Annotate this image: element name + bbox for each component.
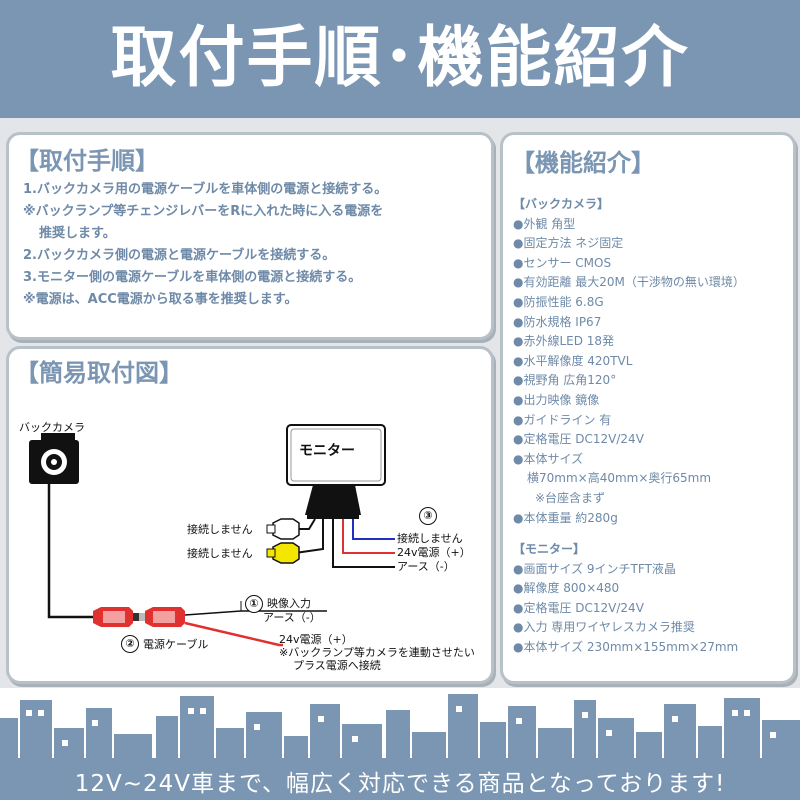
page-title: 取付手順･機能紹介 [110,19,690,96]
feature-item: ●防振性能 6.8G [513,294,604,309]
power-24v-label: 24v電源（+） [279,633,353,646]
marker-2: ② [121,635,139,653]
feature-item: 横70mm×高40mm×奥行65mm [527,471,712,486]
feature-item: ●本体サイズ [513,451,584,466]
header-banner: 取付手順･機能紹介 [0,0,800,118]
feature-item: ●本体サイズ 230mm×155mm×27mm [513,640,739,655]
power-cable-label: 電源ケーブル [143,638,209,651]
install-step: 1.バックカメラ用の電源ケーブルを車体側の電源と接続する。 [23,182,388,197]
feature-item: ●解像度 800×480 [513,581,620,596]
diagram-heading: 【簡易取付図】 [15,359,183,387]
feature-item: ●定格電圧 DC12V/24V [513,600,644,615]
feature-item: ●定格電圧 DC12V/24V [513,432,644,447]
feature-item: ●画面サイズ 9インチTFT液晶 [513,561,676,576]
feature-item: ●ガイドライン 有 [513,412,612,427]
feature-item: ●有効距離 最大20M（干渉物の無い環境） [513,275,745,290]
camera-label: バックカメラ [19,421,85,434]
install-heading: 【取付手順】 [15,147,159,175]
red-connector-icon [93,607,185,627]
footer-tagline: 12V~24V車まで、幅広く対応できる商品となっております! [74,771,726,797]
footer-banner: 12V~24V車まで、幅広く対応できる商品となっております! [0,758,800,800]
feature-section-title: 【バックカメラ】 [513,197,610,211]
monitor-label: モニター [299,443,355,459]
feature-item: ●防水規格 IP67 [513,314,602,329]
install-steps-list: 1.バックカメラ用の電源ケーブルを車体側の電源と接続する。 ※バックランプ等チェ… [23,179,483,311]
camera-icon [29,433,79,484]
not-connected-label: 接続しません [187,547,253,560]
white-plug-icon [266,518,300,540]
marker-1: ① [245,595,263,613]
features-heading: 【機能紹介】 [511,149,655,177]
feature-item: ●水平解像度 420TVL [513,353,633,368]
install-steps-panel: 【取付手順】 1.バックカメラ用の電源ケーブルを車体側の電源と接続する。 ※バッ… [6,132,494,340]
monitor-power-wire [342,519,395,554]
install-step: ※バックランプ等チェンジレバーをRに入れた時に入る電源を [23,204,384,219]
ground-label: アース（-） [263,611,321,624]
feature-item: ●本体重量 約280g [513,510,618,525]
monitor-ground-label: アース（-） [397,560,455,573]
monitor-blue-wire [352,519,395,540]
monitor-ground-wire [332,519,395,568]
power-note: プラス電源へ接続 [293,659,381,672]
features-panel: 【機能紹介】 【バックカメラ】 ●外観 角型 ●固定方法 ネジ固定 ●センサー … [500,132,796,684]
feature-item: ●センサー CMOS [513,255,612,270]
power-note: ※バックランプ等カメラを連動させたい [279,646,475,659]
power-wire [184,621,283,647]
install-step: ※電源は、ACC電源から取る事を推奨します。 [23,292,298,307]
wiring-diagram-panel: 【簡易取付図】 [6,346,494,684]
install-step: 3.モニター側の電源ケーブルを車体側の電源と接続する。 [23,270,362,285]
install-step: 2.バックカメラ側の電源と電源ケーブルを接続する。 [23,248,336,263]
feature-item: ●出力映像 鏡像 [513,392,600,407]
wiring-diagram [29,424,395,647]
feature-item: ●入力 専用ワイヤレスカメラ推奨 [513,620,695,635]
video-input-label: 映像入力 [267,597,311,610]
monitor-icon [286,424,386,519]
feature-section-title: 【モニター】 [513,542,586,557]
feature-item: ●外観 角型 [513,216,576,231]
install-step: 推奨します。 [39,226,116,241]
feature-item: ●赤外線LED 18発 [513,334,615,349]
feature-item: ※台座含まず [535,490,606,505]
not-connected-label: 接続しません [397,532,463,545]
not-connected-label: 接続しません [187,523,253,536]
camera-cable [47,484,97,619]
feature-item: ●視野角 広角120° [513,373,617,388]
features-list: 【バックカメラ】 ●外観 角型 ●固定方法 ネジ固定 ●センサー CMOS ●有… [513,195,791,658]
monitor-wire [294,519,324,554]
marker-3: ③ [419,507,437,525]
monitor-power-label: 24v電源（+） [397,546,471,559]
feature-item: ●固定方法 ネジ固定 [513,236,624,251]
spacer [513,528,791,540]
yellow-plug-icon [266,542,300,564]
